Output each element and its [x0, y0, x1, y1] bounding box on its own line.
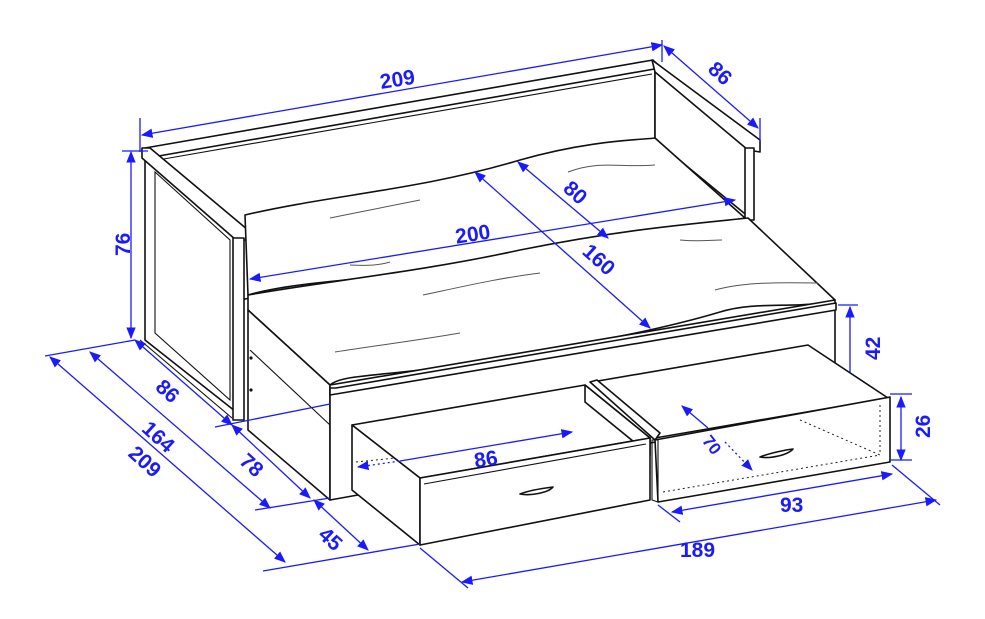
left-armrest-post [232, 237, 245, 421]
left-drawer-handle [519, 486, 554, 496]
right-drawer-handle [759, 448, 794, 459]
dim-drawer-height: 26 [912, 415, 935, 438]
dim-drawer-front-width: 93 [780, 494, 803, 517]
dim-drawer-inner-width: 86 [473, 447, 500, 473]
dim-drawers-total-width: 189 [680, 539, 715, 562]
dim-backrest-height: 76 [112, 233, 135, 256]
right-armrest-post [744, 147, 755, 221]
dim-overall-length: 209 [378, 66, 416, 94]
dim-drawer-extension: 45 [314, 523, 347, 556]
dim-side-depth: 86 [151, 375, 184, 408]
dim-seat-height: 42 [862, 337, 885, 360]
